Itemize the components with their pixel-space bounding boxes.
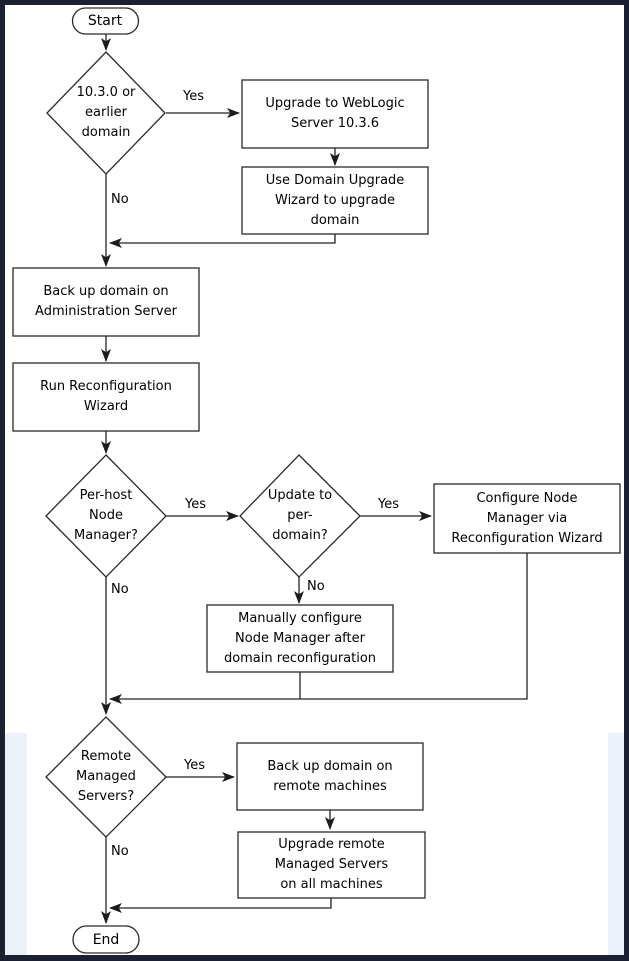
edge-label-yes-perhost: Yes [185, 497, 206, 512]
use-upgrade-wizard-label: Use Domain Upgrade Wizard to upgrade dom… [265, 172, 405, 228]
upgrade-wls-box-shape [241, 79, 429, 149]
run-reconfig-label: Run Reconfiguration Wizard [40, 379, 172, 414]
backup-admin-label: Back up domain on Administration Server [35, 284, 177, 319]
decision-perdomain-label: Update to per- domain? [267, 488, 333, 543]
decision-perdomain-shape [239, 454, 361, 578]
decision-1030-label: 10.3.0 or earlier domain [76, 85, 136, 140]
edge-label-no-perhost: No [111, 582, 129, 597]
edge-label-no-perdomain: No [307, 579, 325, 594]
decision-perhost-label: Per-host Node Manager? [74, 488, 138, 543]
edge-confignm-merge-left [109, 553, 528, 704]
configure-nm-box-shape [433, 483, 621, 554]
edge-label-no-1030: No [111, 192, 129, 207]
page-margin-right [608, 733, 624, 955]
edge-wizard-merge-left [109, 234, 336, 248]
decision-1030-shape [46, 51, 166, 175]
page-margin-left [5, 733, 27, 955]
edge-label-yes-remote: Yes [184, 758, 205, 773]
start-node-label: Start [87, 13, 123, 29]
edge-upgraderemote-merge-left [109, 898, 332, 913]
edge-label-yes-1030: Yes [183, 89, 204, 104]
backup-remote-label: Back up domain on remote machines [267, 758, 393, 794]
run-reconfig-box-shape [12, 362, 200, 432]
backup-remote-box-shape [236, 742, 424, 811]
end-node-label: End [92, 931, 120, 948]
end-node-shape [72, 925, 140, 954]
decision-remote-shape [45, 716, 167, 838]
manual-nm-box-shape [206, 604, 394, 673]
upgrade-wls-label: Upgrade to WebLogic Server 10.3.6 [265, 96, 405, 131]
upgrade-remote-label: Upgrade remote Managed Servers on all ma… [274, 837, 389, 892]
edge-label-no-remote: No [111, 844, 129, 859]
manual-nm-label: Manually configure Node Manager after do… [223, 610, 377, 666]
start-node-shape [71, 7, 140, 35]
decision-remote-label: Remote Managed Servers? [76, 749, 136, 804]
decision-perhost-shape [45, 454, 167, 578]
edge-label-yes-perdomain: Yes [378, 497, 399, 512]
upgrade-remote-box-shape [237, 831, 426, 899]
configure-nm-label: Configure Node Manager via Reconfigurati… [451, 490, 603, 546]
use-upgrade-wizard-box-shape [241, 166, 429, 235]
backup-admin-box-shape [12, 267, 200, 337]
